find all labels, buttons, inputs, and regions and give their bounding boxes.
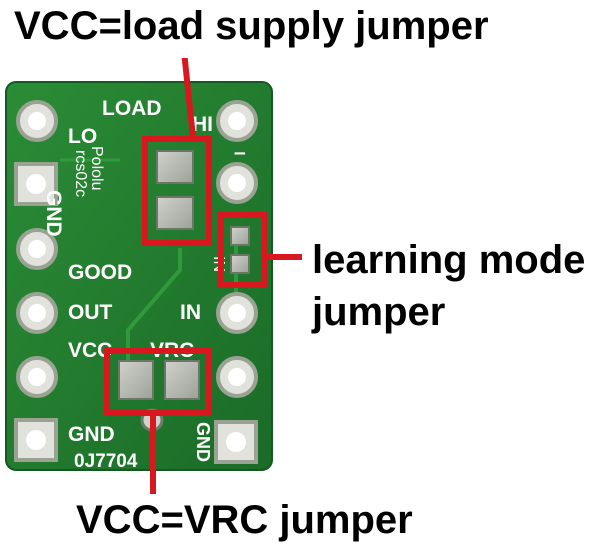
learning-mode-jumper-leader (266, 254, 302, 260)
silk-gnd-right: GND (193, 422, 213, 462)
pin-right-5-pad (216, 356, 258, 398)
silk-good: GOOD (68, 261, 133, 284)
learning-mode-jumper-highlight (218, 212, 268, 288)
pin-in-pad (216, 292, 258, 334)
vcc-vrc-jumper-leader (150, 414, 156, 494)
pin-gnd-bottom-square-pad (14, 418, 58, 462)
load-supply-jumper-caption: VCC=load supply jumper (14, 4, 489, 48)
load-jumper-pad-top (156, 150, 194, 184)
learning-mode-jumper-caption-line2: jumper (312, 290, 446, 334)
load-jumper-pad-bottom (156, 196, 194, 230)
learning-mode-jumper-caption: learning mode (312, 238, 586, 282)
vcc-vrc-jumper-highlight (104, 348, 212, 416)
silk-in: IN (180, 301, 201, 324)
pin-vcc-pad (16, 356, 58, 398)
pin-gnd-right-square-pad (214, 420, 258, 464)
silk-lo: LO (68, 125, 98, 148)
pin-right-2-pad (216, 162, 258, 204)
silk-model: rcs02c (72, 150, 89, 198)
pin-good-pad (16, 228, 58, 270)
silk-brand: Pololu (88, 146, 105, 191)
pcb-body (5, 81, 273, 471)
pin-hi-pad (216, 100, 258, 142)
learning-jumper-pad-bottom (230, 254, 250, 274)
pin-out-pad (16, 292, 58, 334)
learning-jumper-pad-top (230, 226, 250, 246)
pin-gnd-square-pad (14, 162, 58, 206)
pin-lo-pad (16, 100, 58, 142)
silk-dash: – (234, 141, 246, 164)
silk-gnd-left: GND (42, 190, 65, 237)
vrc-jumper-pad-right (164, 360, 200, 400)
pcb-trace (126, 248, 182, 360)
vrc-jumper-pad-left (118, 360, 154, 400)
silk-out: OUT (68, 301, 113, 324)
silk-vcc: VCC (68, 339, 113, 362)
silk-part-code: 0J7704 (74, 451, 138, 472)
load-supply-jumper-highlight (142, 136, 212, 246)
silk-load: LOAD (102, 97, 162, 120)
silk-hi: HI (192, 113, 213, 136)
silk-gnd-bottom: GND (68, 423, 115, 446)
vcc-vrc-jumper-caption: VCC=VRC jumper (76, 498, 413, 542)
